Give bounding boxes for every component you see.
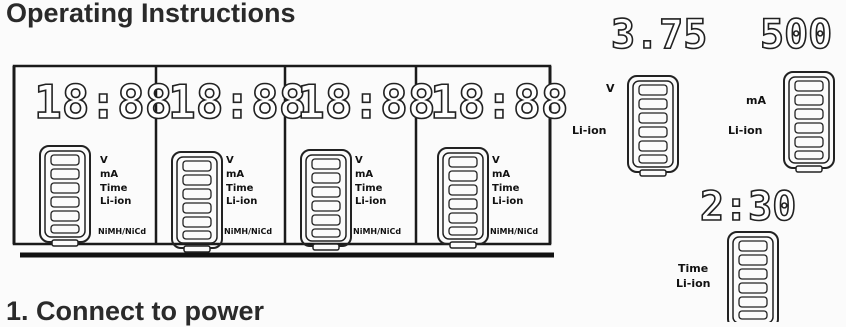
slot-label-liion: Li-ion [355, 196, 386, 207]
time-unit: Time [678, 262, 708, 275]
current-unit: mA [746, 94, 766, 107]
slot-label-time: Time [492, 183, 520, 194]
slot-label-chem: NiMH/NiCd [353, 227, 401, 236]
voltage-reading: 3.75 [611, 12, 707, 58]
slot-label-v: V [492, 155, 500, 166]
slot-label-ma: mA [100, 169, 118, 180]
slot-digits: 18:88 [34, 75, 172, 129]
slot-digits: 18:88 [297, 75, 435, 129]
section-heading: 1. Connect to power [6, 296, 265, 326]
slot-label-chem: NiMH/NiCd [224, 227, 272, 236]
example-voltage: 3.75 V Li-ion [572, 11, 708, 177]
battery-icon [300, 149, 352, 251]
battery-icon [627, 75, 679, 177]
battery-icon [39, 145, 91, 247]
lcd-slot-4: 18:88 V mA Time Li-ion NiMH/NiCd [429, 74, 569, 249]
battery-icon [171, 151, 223, 253]
slot-label-chem: NiMH/NiCd [98, 227, 146, 236]
slot-label-v: V [226, 155, 234, 166]
slot-label-liion: Li-ion [226, 196, 257, 207]
lcd-slot-1: 18:88 V mA Time Li-ion NiMH/NiCd [33, 74, 173, 247]
slot-label-chem: NiMH/NiCd [490, 227, 538, 236]
slot-label-liion: Li-ion [492, 196, 523, 207]
voltage-unit: V [606, 82, 615, 95]
slot-label-time: Time [100, 183, 128, 194]
lcd-slot-3: 18:88 V mA Time Li-ion NiMH/NiCd [296, 74, 436, 251]
slot-label-time: Time [355, 183, 383, 194]
page-title: Operating Instructions [6, 0, 296, 28]
slot-label-liion: Li-ion [100, 196, 131, 207]
voltage-chem: Li-ion [572, 124, 607, 137]
slot-digits: 18:88 [430, 75, 568, 129]
current-chem: Li-ion [728, 124, 763, 137]
current-reading: 500 [760, 12, 832, 58]
lcd-slot-2: 18:88 V mA Time Li-ion NiMH/NiCd [167, 74, 307, 253]
slot-label-ma: mA [492, 169, 510, 180]
slot-label-v: V [355, 155, 363, 166]
time-reading: 2:30 [700, 184, 796, 230]
slot-label-time: Time [226, 183, 254, 194]
example-current: 500 mA Li-ion [728, 11, 835, 173]
slot-label-v: V [100, 155, 108, 166]
slot-label-ma: mA [355, 169, 373, 180]
battery-icon [727, 231, 779, 322]
battery-icon [437, 147, 489, 249]
slot-digits: 18:88 [168, 75, 306, 129]
battery-icon [783, 71, 835, 173]
time-chem: Li-ion [676, 277, 711, 290]
example-time: 2:30 Time Li-ion [676, 183, 797, 322]
slot-label-ma: mA [226, 169, 244, 180]
